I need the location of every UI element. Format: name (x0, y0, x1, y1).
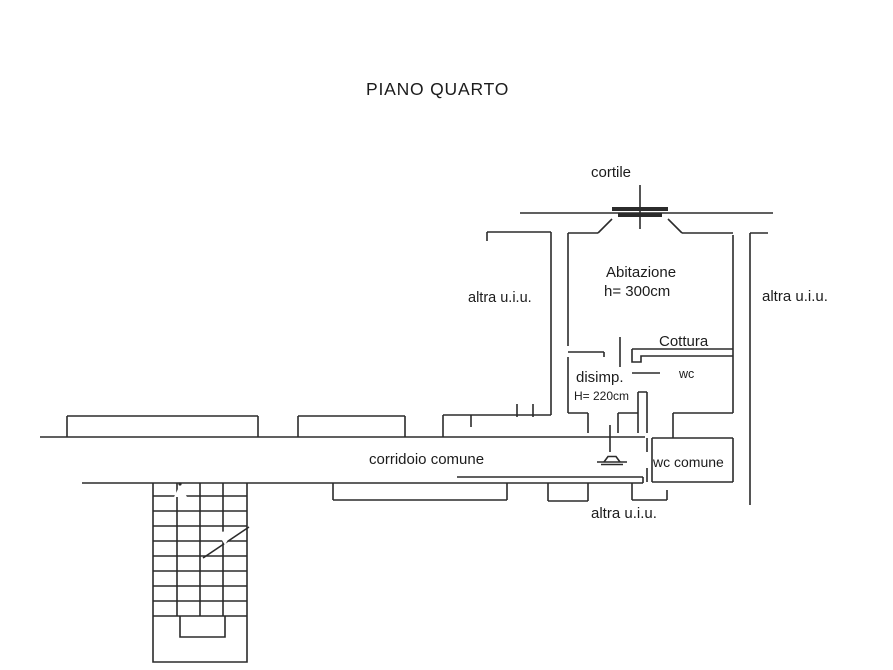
staircase (152, 483, 248, 663)
disimp-wc-walls (568, 372, 733, 438)
label-altra-uiu-left: altra u.i.u. (468, 290, 532, 306)
corridor-walls (40, 415, 668, 502)
label-altra-uiu-right: altra u.i.u. (762, 288, 828, 305)
label-altra-uiu-bottom: altra u.i.u. (591, 505, 657, 522)
label-abitazione: Abitazione (606, 264, 677, 281)
stairs-up-arrow-icon (174, 482, 187, 497)
wc-comune-walls (646, 437, 734, 483)
label-wc-comune: wc comune (653, 454, 724, 470)
label-cottura: Cottura (659, 333, 709, 350)
label-cortile: cortile (591, 164, 632, 181)
label-disimpegno-height: H= 220cm (574, 389, 630, 403)
window-icon (597, 185, 683, 234)
left-unit-walls (442, 231, 569, 437)
abitazione-walls (567, 232, 734, 413)
label-disimpegno: disimp. (576, 369, 624, 386)
corridor-door-icon (597, 455, 627, 466)
label-wc: wc (679, 367, 695, 381)
page-title: PIANO QUARTO (366, 79, 510, 99)
label-corridoio-comune: corridoio comune (369, 451, 485, 468)
label-abitazione-height: h= 300cm (604, 283, 671, 300)
right-unit-walls (749, 232, 768, 505)
stairs-direction-arrow-icon (202, 526, 250, 559)
